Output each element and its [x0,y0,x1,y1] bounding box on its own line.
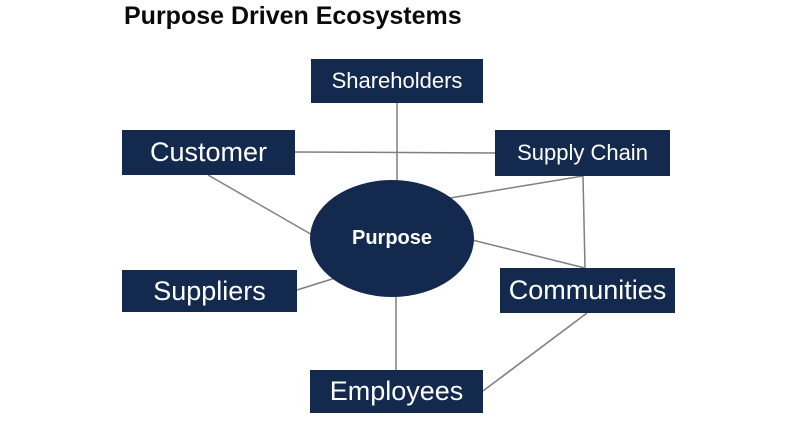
node-suppliers-label: Suppliers [153,275,266,306]
connector-supply-chain-communities [582,175,586,269]
node-supply-chain-label: Supply Chain [517,140,648,165]
node-communities-label: Communities [508,275,667,305]
node-suppliers: Suppliers [122,270,297,312]
connector-supply-chain-purpose [431,175,584,202]
node-communities: Communities [500,268,675,313]
node-customer-label: Customer [149,137,268,167]
connector-employees-communities [482,312,588,392]
connector-purpose-communities [451,234,586,269]
node-shareholders-label: Shareholders [331,68,463,93]
node-purpose-label: Purpose [351,227,433,249]
node-employees-label: Employees [329,376,464,406]
connector-customer-supply-chain [294,151,496,154]
page-title: Purpose Driven Ecosystems [124,2,462,30]
node-supply-chain: Supply Chain [495,130,670,176]
node-shareholders: Shareholders [311,59,483,103]
node-purpose-center: Purpose [310,180,474,297]
node-customer: Customer [122,130,295,175]
node-employees: Employees [310,370,483,413]
